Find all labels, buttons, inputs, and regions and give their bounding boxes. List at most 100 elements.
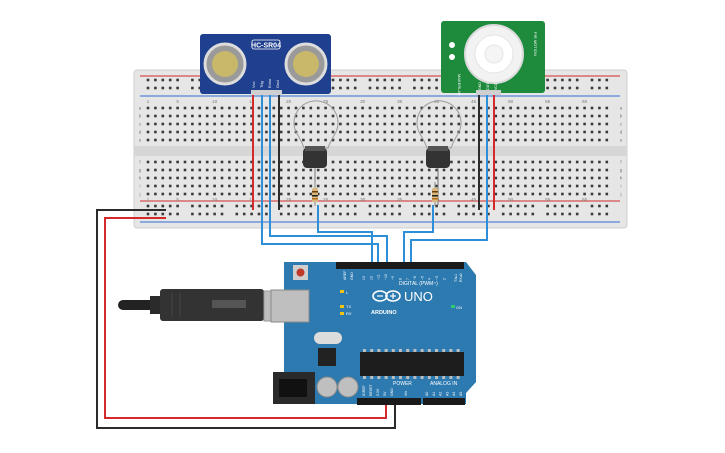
breadboard-hole (487, 176, 490, 180)
breadboard-hole (524, 138, 527, 142)
breadboard-hole (398, 176, 401, 180)
breadboard-hole (457, 168, 461, 172)
breadboard-hole (309, 106, 313, 110)
breadboard-hole (228, 184, 231, 188)
tx-label: TX (346, 304, 351, 309)
breadboard-hole (390, 160, 394, 164)
breadboard-hole (605, 86, 609, 90)
row-letter: i (140, 184, 141, 189)
breadboard-hole (346, 212, 350, 216)
breadboard-hole (553, 168, 557, 172)
breadboard-hole (272, 160, 276, 164)
breadboard-hole (457, 160, 461, 164)
breadboard-hole (220, 106, 224, 110)
breadboard-hole (413, 160, 416, 164)
breadboard-hole (501, 184, 505, 188)
row-letter: f (139, 160, 141, 165)
breadboard-hole (435, 114, 438, 118)
breadboard-hole (598, 106, 601, 110)
breadboard-hole (316, 114, 320, 118)
column-number: 55 (545, 197, 551, 202)
breadboard-hole (575, 212, 579, 216)
breadboard-hole (235, 212, 239, 216)
breadboard-hole (383, 86, 387, 90)
breadboard-hole (383, 130, 387, 134)
breadboard-hole (368, 184, 372, 188)
column-number: 60 (582, 99, 588, 104)
breadboard-hole (302, 176, 305, 180)
breadboard-hole (161, 176, 165, 180)
v5-label: 5V (383, 391, 387, 396)
breadboard-hole (213, 138, 216, 142)
breadboard-hole (287, 204, 290, 208)
row-letter: b (139, 114, 142, 119)
breadboard-hole (279, 176, 283, 180)
breadboard-hole (272, 192, 276, 196)
breadboard-hole (154, 160, 157, 164)
breadboard-hole (531, 138, 535, 142)
breadboard-hole (605, 114, 609, 118)
breadboard-hole (442, 192, 446, 196)
breadboard-hole (472, 212, 475, 216)
breadboard-hole (413, 78, 416, 82)
breadboard-hole (413, 168, 416, 172)
breadboard-hole (427, 168, 431, 172)
breadboard-hole (361, 176, 364, 180)
breadboard-hole (339, 160, 342, 164)
chip-pin (413, 349, 417, 352)
breadboard-hole (176, 192, 179, 196)
breadboard-hole (450, 122, 453, 126)
breadboard-hole (538, 130, 542, 134)
breadboard-hole (605, 168, 609, 172)
breadboard-hole (472, 176, 475, 180)
breadboard-hole (376, 86, 379, 90)
breadboard-hole (598, 204, 601, 208)
breadboard-hole (413, 122, 416, 126)
breadboard-hole (309, 114, 313, 118)
breadboard-hole (257, 114, 261, 118)
column-number: 30 (360, 99, 366, 104)
breadboard-hole (479, 106, 483, 110)
breadboard-hole (546, 106, 549, 110)
power-header-label: POWER (393, 381, 412, 387)
breadboard-hole (228, 130, 231, 134)
breadboard-hole (331, 106, 335, 110)
breadboard-hole (250, 192, 253, 196)
breadboard-hole (168, 78, 172, 82)
breadboard-hole (553, 130, 557, 134)
ultrasonic-model: HC-SR04 (251, 43, 281, 50)
breadboard-hole (324, 212, 327, 216)
breadboard-hole (590, 160, 594, 164)
breadboard-hole (294, 184, 298, 188)
chip-pin (370, 376, 374, 379)
breadboard-hole (346, 168, 350, 172)
breadboard-hole (390, 122, 394, 126)
breadboard-hole (191, 86, 194, 90)
digital-pin-label: ~5 (420, 276, 424, 280)
breadboard-hole (598, 114, 601, 118)
breadboard-hole (213, 204, 216, 208)
breadboard-hole (287, 160, 290, 164)
breadboard-hole (176, 86, 179, 90)
analog-header-label: ANALOG IN (430, 381, 458, 387)
breadboard-hole (509, 184, 512, 188)
breadboard-hole (353, 168, 357, 172)
breadboard-hole (398, 130, 401, 134)
breadboard-hole (213, 212, 216, 216)
breadboard-hole (242, 122, 246, 126)
breadboard-hole (546, 212, 549, 216)
breadboard-hole (605, 78, 609, 82)
breadboard-hole (383, 138, 387, 142)
row-letter: h (620, 176, 623, 181)
wire-echo (269, 92, 388, 262)
breadboard-hole (250, 106, 253, 110)
tx-pin-label: TX▸1 (454, 274, 458, 282)
l-label: L (346, 290, 349, 295)
breadboard-hole (390, 130, 394, 134)
breadboard-hole (546, 168, 549, 172)
breadboard-hole (324, 122, 327, 126)
breadboard-hole (265, 138, 268, 142)
breadboard-hole (464, 106, 468, 110)
breadboard-hole (257, 176, 261, 180)
